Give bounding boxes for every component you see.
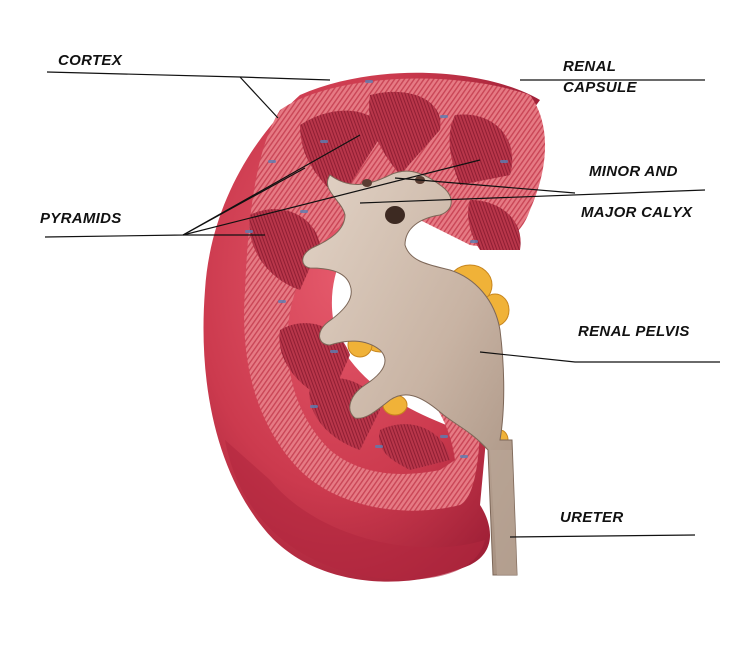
- label-cortex: CORTEX: [58, 51, 122, 70]
- label-minor-and: MINOR AND: [589, 162, 678, 181]
- label-renal-capsule-line1: RENAL: [563, 57, 616, 76]
- label-major-calyx: MAJOR CALYX: [581, 203, 692, 222]
- label-ureter: URETER: [560, 508, 623, 527]
- label-pyramids: PYRAMIDS: [40, 209, 122, 228]
- label-renal-pelvis: RENAL PELVIS: [578, 322, 690, 341]
- label-renal-capsule-line2: CAPSULE: [563, 78, 637, 97]
